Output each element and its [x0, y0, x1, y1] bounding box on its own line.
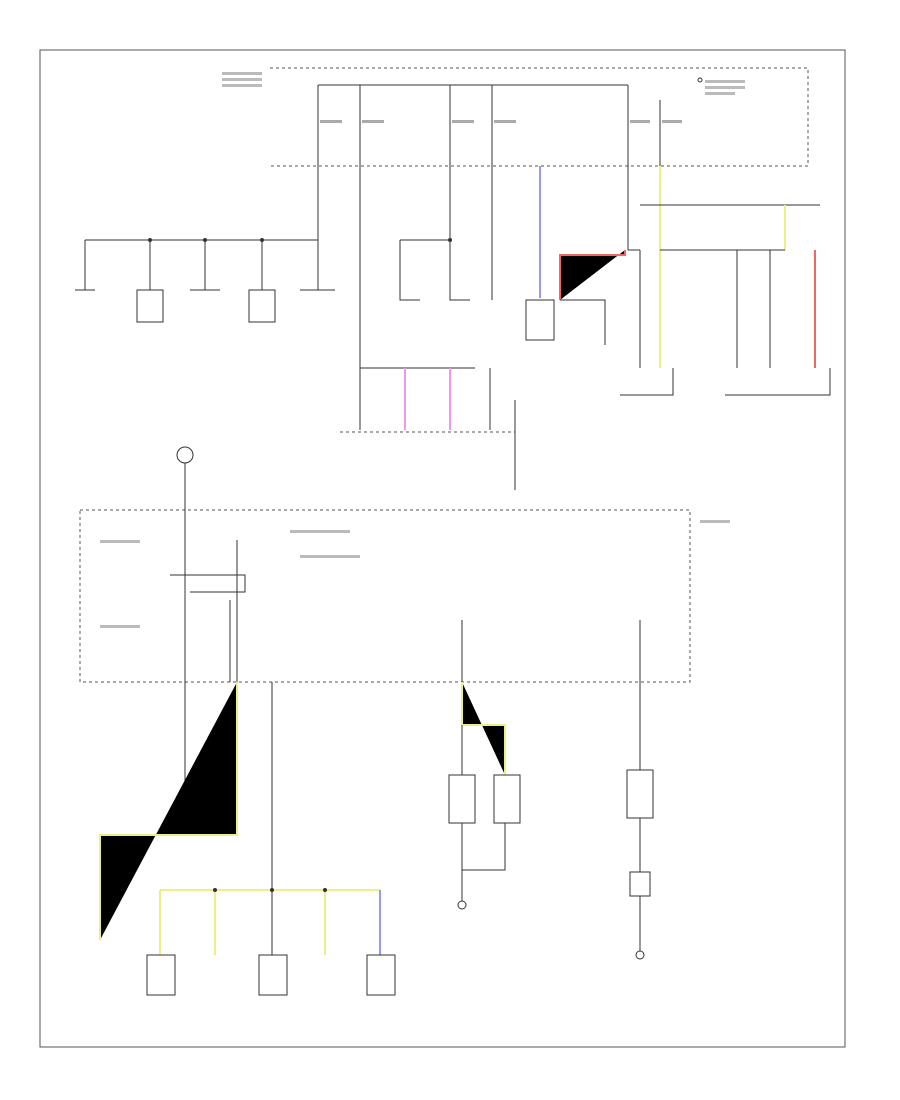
lower-fuse-box [79, 446, 730, 683]
diagram-frame [39, 49, 846, 1048]
ground-bus [340, 367, 516, 490]
upper-wiring [75, 166, 831, 396]
lower-wiring [99, 682, 654, 996]
fuse-labels [222, 72, 745, 123]
top-fuse-box [222, 67, 809, 167]
